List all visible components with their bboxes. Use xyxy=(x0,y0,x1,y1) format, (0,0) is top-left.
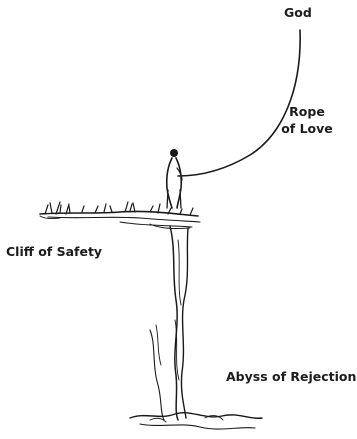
rope-label-line-1: Rope xyxy=(279,103,335,120)
abyss-of-rejection-label: Abyss of Rejection xyxy=(226,368,356,385)
god-label: God xyxy=(284,4,312,21)
rope-of-love-label: Rope of Love xyxy=(279,103,335,137)
rope-label-line-2: of Love xyxy=(279,120,335,137)
abyss-rubble xyxy=(130,413,262,429)
cliff-ledge xyxy=(40,202,200,229)
cliff-of-safety-label: Cliff of Safety xyxy=(6,243,102,260)
person-figure xyxy=(167,149,182,208)
cliff-face xyxy=(150,226,188,420)
